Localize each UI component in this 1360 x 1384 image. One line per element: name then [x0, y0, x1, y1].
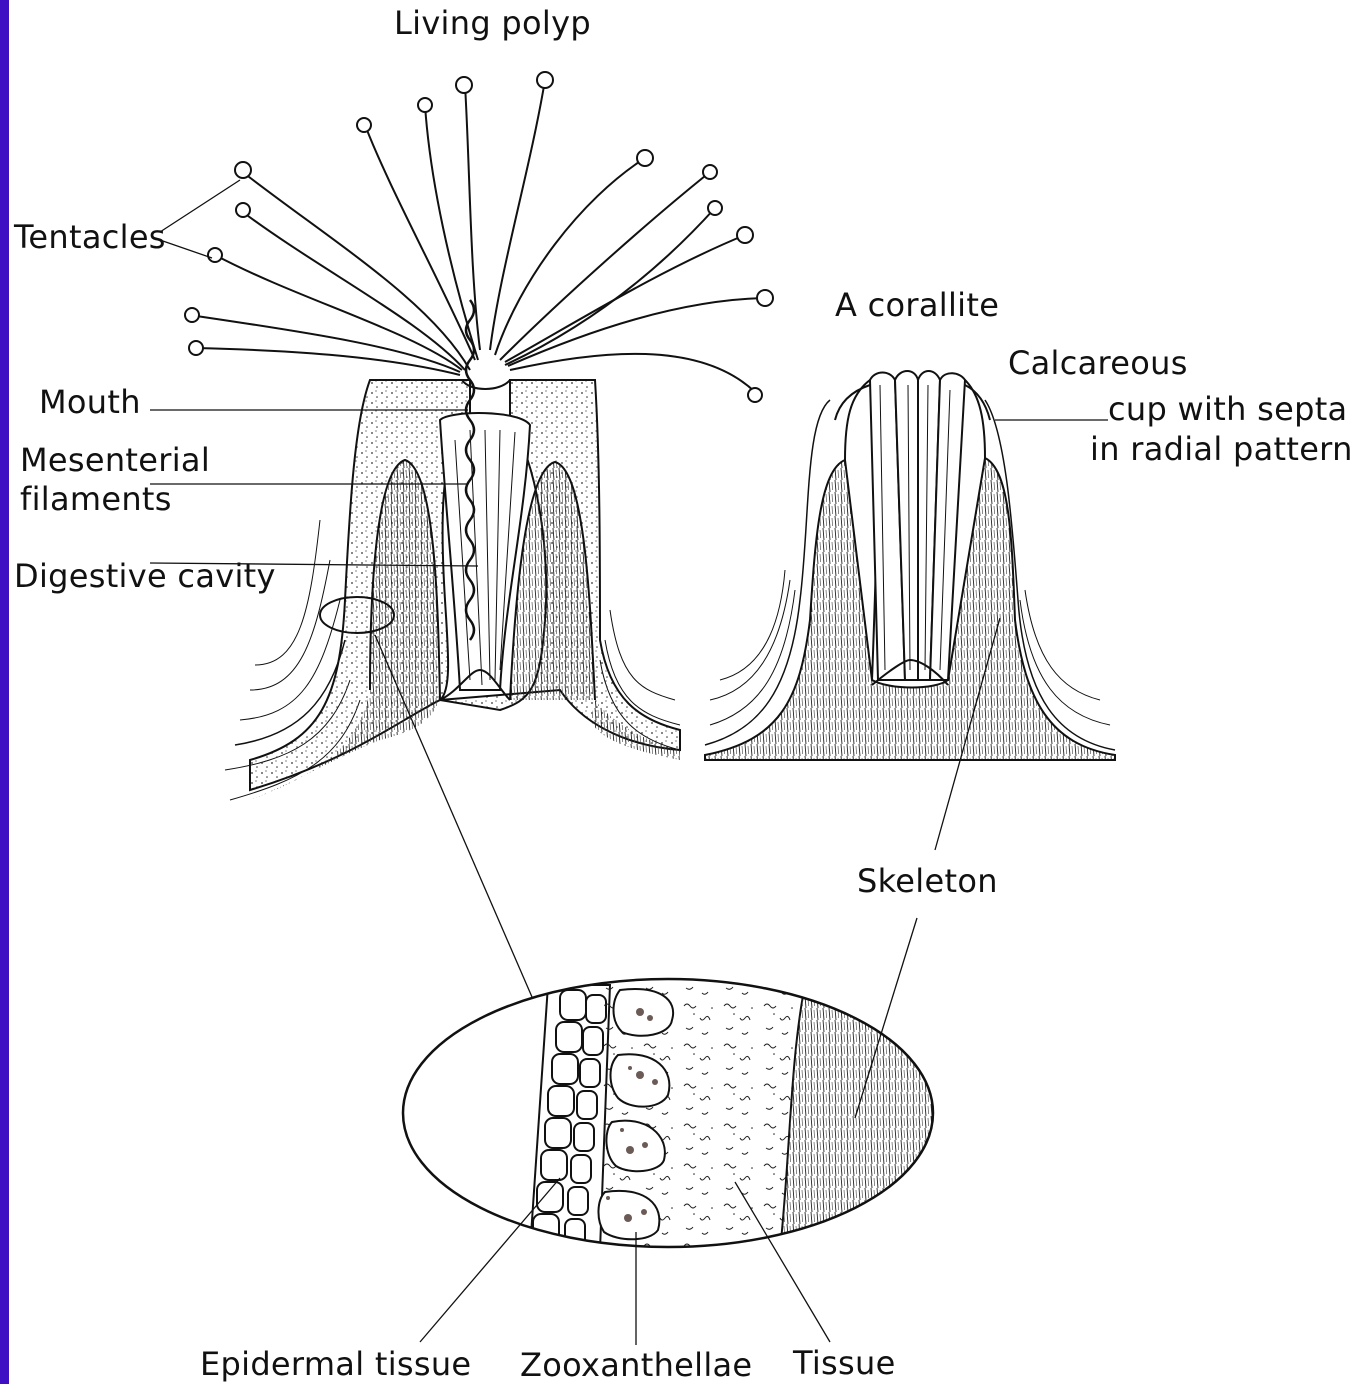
- label-mouth: Mouth: [39, 384, 141, 420]
- label-zooxanthellae: Zooxanthellae: [520, 1347, 752, 1383]
- label-skeleton: Skeleton: [857, 863, 998, 899]
- label-tissue: Tissue: [793, 1345, 896, 1381]
- label-epidermal-tissue: Epidermal tissue: [200, 1346, 471, 1382]
- label-calcareous-line3: in radial pattern: [1090, 431, 1353, 467]
- label-calcareous-line1: Calcareous: [1008, 345, 1188, 381]
- label-digestive-cavity: Digestive cavity: [14, 558, 276, 594]
- magnified-tissue-oval: [403, 979, 940, 1250]
- label-mesenterial-line2: filaments: [20, 481, 172, 517]
- diagram-title: Living polyp: [394, 5, 591, 41]
- label-tentacles: Tentacles: [14, 219, 166, 255]
- label-mesenterial-line1: Mesenterial: [20, 442, 210, 478]
- living-polyp-drawing: [185, 72, 773, 800]
- label-calcareous-line2: cup with septa: [1108, 391, 1347, 427]
- label-corallite: A corallite: [835, 287, 999, 323]
- corallite-drawing: [705, 371, 1115, 760]
